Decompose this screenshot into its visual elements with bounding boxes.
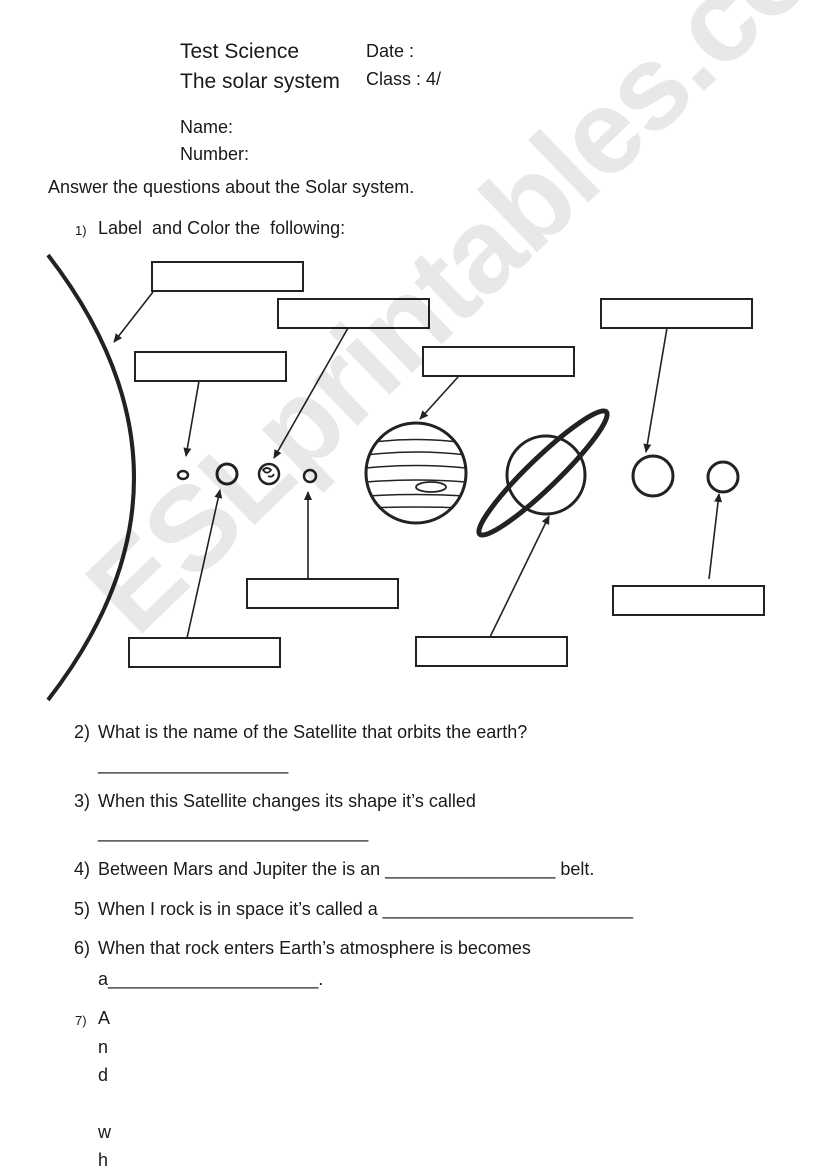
label-box-uranus[interactable] bbox=[600, 298, 753, 329]
question-2-text: What is the name of the Satellite that o… bbox=[98, 722, 528, 742]
question-4-text[interactable]: Between Mars and Jupiter the is an _____… bbox=[98, 859, 595, 879]
arrow-jupiter bbox=[419, 376, 459, 420]
label-box-jupiter[interactable] bbox=[422, 346, 575, 377]
arrow-venus bbox=[186, 489, 223, 639]
question-3-number: 3) bbox=[74, 791, 91, 811]
question-7-letter: w bbox=[98, 1122, 111, 1142]
arrow-saturn bbox=[489, 515, 550, 638]
arrow-uranus bbox=[643, 327, 668, 453]
label-box-saturn[interactable] bbox=[415, 636, 568, 667]
question-7-number: 7) bbox=[75, 1013, 87, 1028]
arrow-neptune bbox=[708, 493, 723, 580]
label-box-mars[interactable] bbox=[246, 578, 399, 609]
arrow-earth bbox=[273, 327, 349, 459]
planet-venus bbox=[215, 462, 239, 486]
name-label: Name: bbox=[180, 117, 234, 137]
question-4-number: 4) bbox=[74, 859, 91, 879]
question-7-letter: n bbox=[98, 1037, 109, 1057]
number-label: Number: bbox=[180, 144, 250, 164]
label-box-neptune[interactable] bbox=[612, 585, 765, 616]
sun-arc bbox=[46, 253, 136, 702]
arrow-mercury bbox=[183, 380, 200, 457]
question-5-text[interactable]: When I rock is in space it’s called a __… bbox=[98, 899, 634, 919]
question-1-number: 1) bbox=[75, 223, 87, 238]
label-box-venus[interactable] bbox=[128, 637, 281, 668]
date-label: Date : bbox=[366, 41, 415, 61]
title-line-2: The solar system bbox=[180, 70, 340, 93]
label-box-sun[interactable] bbox=[151, 261, 304, 292]
planet-neptune bbox=[706, 460, 740, 494]
label-box-mercury[interactable] bbox=[134, 351, 287, 382]
question-7-letter: A bbox=[98, 1008, 111, 1028]
question-3-text: When this Satellite changes its shape it… bbox=[98, 791, 476, 811]
question-6-answer-line[interactable]: a_____________________. bbox=[98, 969, 324, 989]
planet-mars bbox=[302, 468, 318, 484]
question-6-text: When that rock enters Earth’s atmosphere… bbox=[98, 938, 531, 958]
planet-earth bbox=[257, 462, 281, 486]
question-2-number: 2) bbox=[74, 722, 91, 742]
label-box-earth[interactable] bbox=[277, 298, 430, 329]
arrow-sun bbox=[113, 291, 154, 343]
planet-saturn bbox=[476, 408, 610, 538]
class-label: Class : 4/ bbox=[366, 69, 442, 89]
question-6-number: 6) bbox=[74, 938, 91, 958]
question-7-letter: d bbox=[98, 1065, 109, 1085]
question-7-letter: h bbox=[98, 1150, 109, 1170]
question-5-number: 5) bbox=[74, 899, 91, 919]
question-1-text: Label and Color the following: bbox=[98, 218, 346, 238]
instructions: Answer the questions about the Solar sys… bbox=[48, 177, 415, 197]
title-line-1: Test Science bbox=[180, 40, 300, 63]
question-2-answer-line[interactable]: ___________________ bbox=[98, 754, 289, 774]
question-3-answer-line[interactable]: ___________________________ bbox=[98, 822, 369, 842]
planet-mercury bbox=[176, 469, 190, 481]
planet-uranus bbox=[631, 454, 675, 498]
